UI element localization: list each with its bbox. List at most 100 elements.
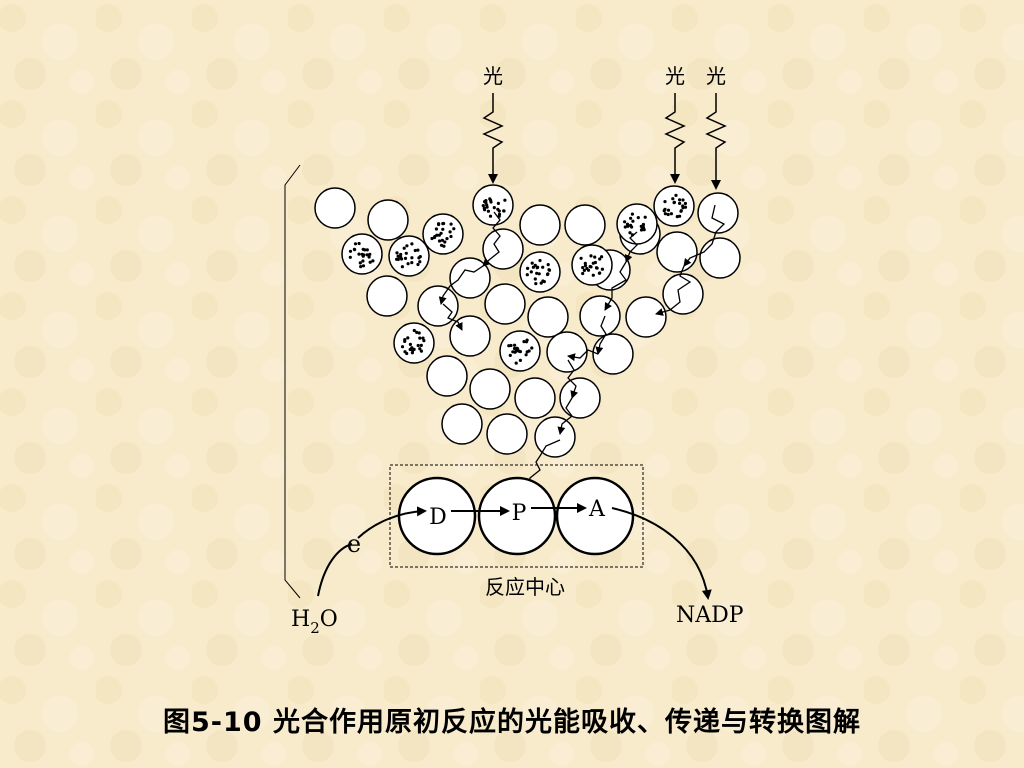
pigment-molecule [519, 204, 561, 246]
pigment-dot [448, 230, 452, 234]
pigment-dots [348, 193, 688, 365]
pigment-molecule [656, 231, 698, 273]
pigment-dot [547, 268, 551, 272]
pigment-dot [412, 328, 416, 333]
pigment-dot [367, 255, 371, 259]
water-subscript: 2 [310, 619, 320, 637]
pigment-dot [516, 347, 520, 351]
water-electron-arrow [317, 543, 353, 597]
pigment-dot [395, 257, 399, 261]
nadp-label: NADP [676, 603, 744, 628]
pigment-dot [678, 201, 682, 205]
pigment-dot [395, 251, 399, 255]
pigment-dot [371, 259, 375, 263]
pigment-dot [485, 205, 489, 209]
pigment-dot [353, 242, 358, 246]
pigment-molecule [469, 368, 511, 410]
pigment-dot [503, 198, 507, 202]
pigment-dot [579, 256, 583, 260]
electron-to-d-arrow [357, 506, 427, 539]
water-h: H [291, 607, 310, 632]
light-photon-arrow [664, 93, 686, 184]
pigment-dot [581, 271, 585, 276]
pigment-dot [629, 216, 633, 220]
pigment-dot [678, 198, 682, 202]
pigment-dot [522, 340, 526, 344]
dotted-pigment-molecule [653, 185, 695, 227]
molecule-p-label: P [512, 501, 527, 526]
pigment-dot [600, 267, 605, 271]
pigment-dot [396, 254, 400, 258]
pigment-dot [492, 206, 496, 210]
pigment-molecule [484, 283, 526, 325]
dotted-pigment-molecule [616, 203, 658, 245]
pigment-dot [400, 345, 405, 349]
pigment-dot [430, 236, 434, 241]
pigment-dot [589, 254, 593, 258]
light-photon-arrow [482, 93, 504, 184]
pigment-dot [412, 347, 416, 351]
pigment-dot [410, 242, 414, 246]
pigment-dot [442, 244, 446, 248]
pigment-dot [348, 249, 353, 253]
pigment-dot [597, 271, 602, 275]
pigment-dot [586, 268, 591, 272]
pigment-dot [441, 227, 445, 231]
pigment-dot [483, 208, 487, 212]
pigment-dot [678, 214, 682, 218]
pigment-dot [623, 220, 627, 224]
pigment-dot [524, 340, 529, 344]
pigment-dot [581, 266, 585, 270]
pigment-dot [361, 264, 366, 268]
pigment-molecule [482, 228, 524, 270]
pigment-molecule [534, 416, 576, 458]
antenna-pigments [314, 187, 606, 455]
pigment-dot [534, 282, 538, 286]
molecule-d-label: D [429, 505, 447, 530]
pigment-dot [406, 336, 410, 340]
pigment-dot [433, 235, 437, 239]
a-to-nadp-arrow [611, 507, 712, 600]
pigment-dot [408, 347, 412, 352]
pigment-dot [348, 255, 352, 259]
pigment-molecule [426, 355, 468, 397]
pigment-dot [361, 259, 365, 263]
pigment-molecule [662, 273, 704, 315]
pigment-molecule [559, 377, 601, 419]
pigment-dot [512, 346, 517, 351]
light-photon-arrow [705, 93, 727, 190]
pigment-dot [683, 205, 688, 209]
pigment-dot [445, 237, 449, 241]
dotted-pigment-molecule [388, 235, 430, 277]
pigment-dot [360, 252, 364, 256]
pigment-dot [415, 330, 419, 334]
pigment-dot [583, 261, 587, 265]
pigment-dot [672, 200, 677, 204]
pigment-dot [666, 208, 671, 212]
dotted-pigment-molecule [519, 251, 561, 293]
pigment-molecule [699, 237, 741, 279]
pigment-dot [582, 268, 587, 272]
pigment-dot [595, 266, 599, 270]
pigment-dot [518, 358, 523, 362]
pigment-dot [591, 261, 595, 265]
pigment-dot [434, 227, 438, 231]
pigment-dot [497, 212, 502, 216]
pigment-dot [358, 261, 362, 265]
electron-label: e [347, 530, 361, 558]
pigment-dot [406, 262, 410, 266]
pigment-dot [497, 209, 501, 213]
water-o: O [320, 607, 338, 632]
pigment-dot [643, 215, 647, 219]
pigment-dot [449, 222, 453, 226]
pigment-dot [531, 265, 536, 269]
pigment-dot [518, 350, 523, 354]
pigment-dot [674, 193, 678, 197]
pigment-dot [488, 197, 492, 201]
pigment-dot [418, 260, 422, 264]
pigment-dot [623, 225, 627, 229]
pigment-dot [368, 252, 372, 256]
molecule-a-label: A [588, 497, 606, 522]
pigment-dot [417, 331, 421, 335]
